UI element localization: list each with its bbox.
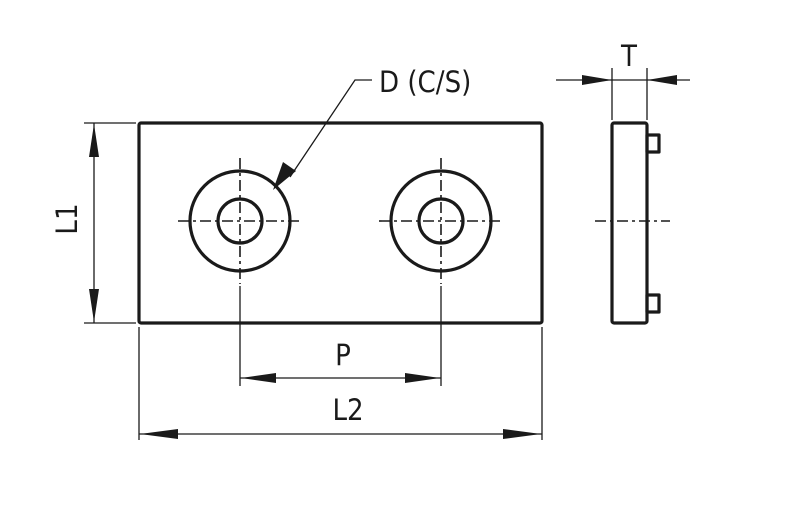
label-t: T xyxy=(620,39,638,73)
dimension-p: P xyxy=(239,286,442,386)
arrowhead xyxy=(582,75,612,85)
arrowhead xyxy=(89,124,99,157)
dimension-t: T xyxy=(556,39,690,120)
side-view-tab-bottom xyxy=(645,293,661,314)
arrowhead xyxy=(405,373,440,383)
side-view xyxy=(595,121,670,325)
arrowhead xyxy=(273,162,296,190)
hole-left xyxy=(178,158,302,284)
arrowhead xyxy=(89,289,99,322)
arrowhead xyxy=(140,429,178,439)
label-l1: L1 xyxy=(50,203,84,234)
hole-right xyxy=(379,158,503,284)
leader-line xyxy=(289,79,372,178)
leader-d: D (C/S) xyxy=(273,65,471,190)
arrowhead xyxy=(241,373,276,383)
arrowhead xyxy=(647,75,677,85)
side-view-body xyxy=(610,121,649,325)
label-d: D (C/S) xyxy=(379,65,471,99)
side-view-tab-top xyxy=(645,133,661,154)
label-l2: L2 xyxy=(332,393,363,427)
label-p: P xyxy=(335,338,351,372)
dimension-l2: L2 xyxy=(138,327,543,440)
dimension-l1: L1 xyxy=(50,122,136,324)
arrowhead xyxy=(503,429,541,439)
plate-outline xyxy=(137,121,544,325)
